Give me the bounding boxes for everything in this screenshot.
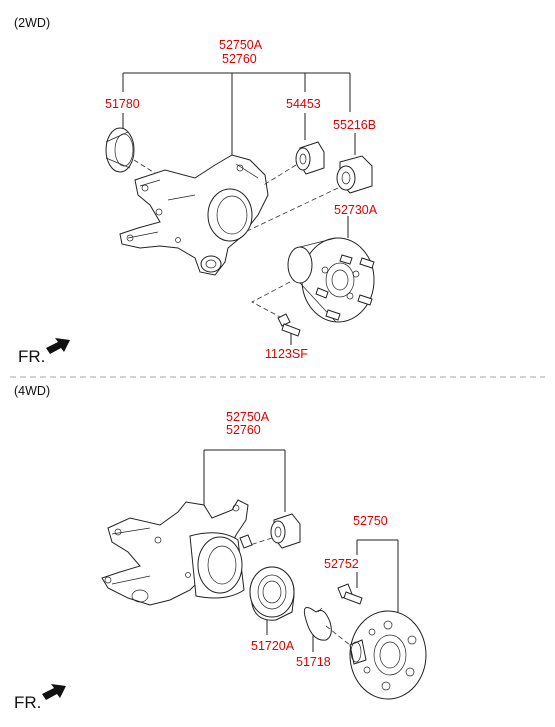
label-cap: 51780 (105, 97, 140, 111)
cap-part (105, 127, 159, 176)
label-bushing-b: 55216B (333, 118, 376, 132)
leader-knuckle-2wd (122, 72, 356, 345)
label-snap-ring: 51718 (296, 655, 331, 669)
bushing-b-part (244, 155, 373, 233)
knuckle-2wd (119, 154, 269, 276)
knuckle-4wd (101, 499, 253, 606)
fr-indicator-4wd: FR. (14, 684, 66, 712)
front-arrow-icon (46, 338, 70, 354)
svg-text:FR.: FR. (18, 347, 45, 366)
snap-ring-part (303, 607, 332, 641)
label-knuckle-4wd-a: 52750A (226, 410, 270, 424)
section-title-2wd: (2WD) (14, 16, 50, 30)
hub-4wd (349, 610, 427, 700)
hub-studs-2wd (315, 254, 375, 321)
front-arrow-icon (42, 684, 66, 700)
fr-indicator-2wd: FR. (18, 338, 70, 366)
label-knuckle-4wd-b: 52760 (226, 423, 261, 437)
dash-hub-bolt (251, 281, 291, 319)
label-hub-4wd: 52750 (353, 514, 388, 528)
dash-ring-hub (325, 625, 351, 646)
label-bolt-4wd: 52752 (324, 557, 359, 571)
label-knuckle-2wd-b: 52760 (222, 52, 257, 66)
hub-2wd (287, 237, 375, 323)
label-bolt-2wd: 1123SF (265, 347, 308, 361)
bushing-4wd (249, 513, 301, 549)
section-title-4wd: (4WD) (14, 384, 50, 398)
bushing-part (261, 141, 325, 187)
svg-text:FR.: FR. (14, 693, 41, 712)
label-bushing: 54453 (286, 97, 321, 111)
bolt-2wd (277, 313, 301, 337)
bearing-part (249, 566, 295, 621)
label-bearing: 51720A (251, 639, 295, 653)
bolt-4wd (337, 583, 363, 605)
label-hub-2wd: 52730A (334, 203, 378, 217)
label-knuckle-2wd-a: 52750A (219, 38, 263, 52)
